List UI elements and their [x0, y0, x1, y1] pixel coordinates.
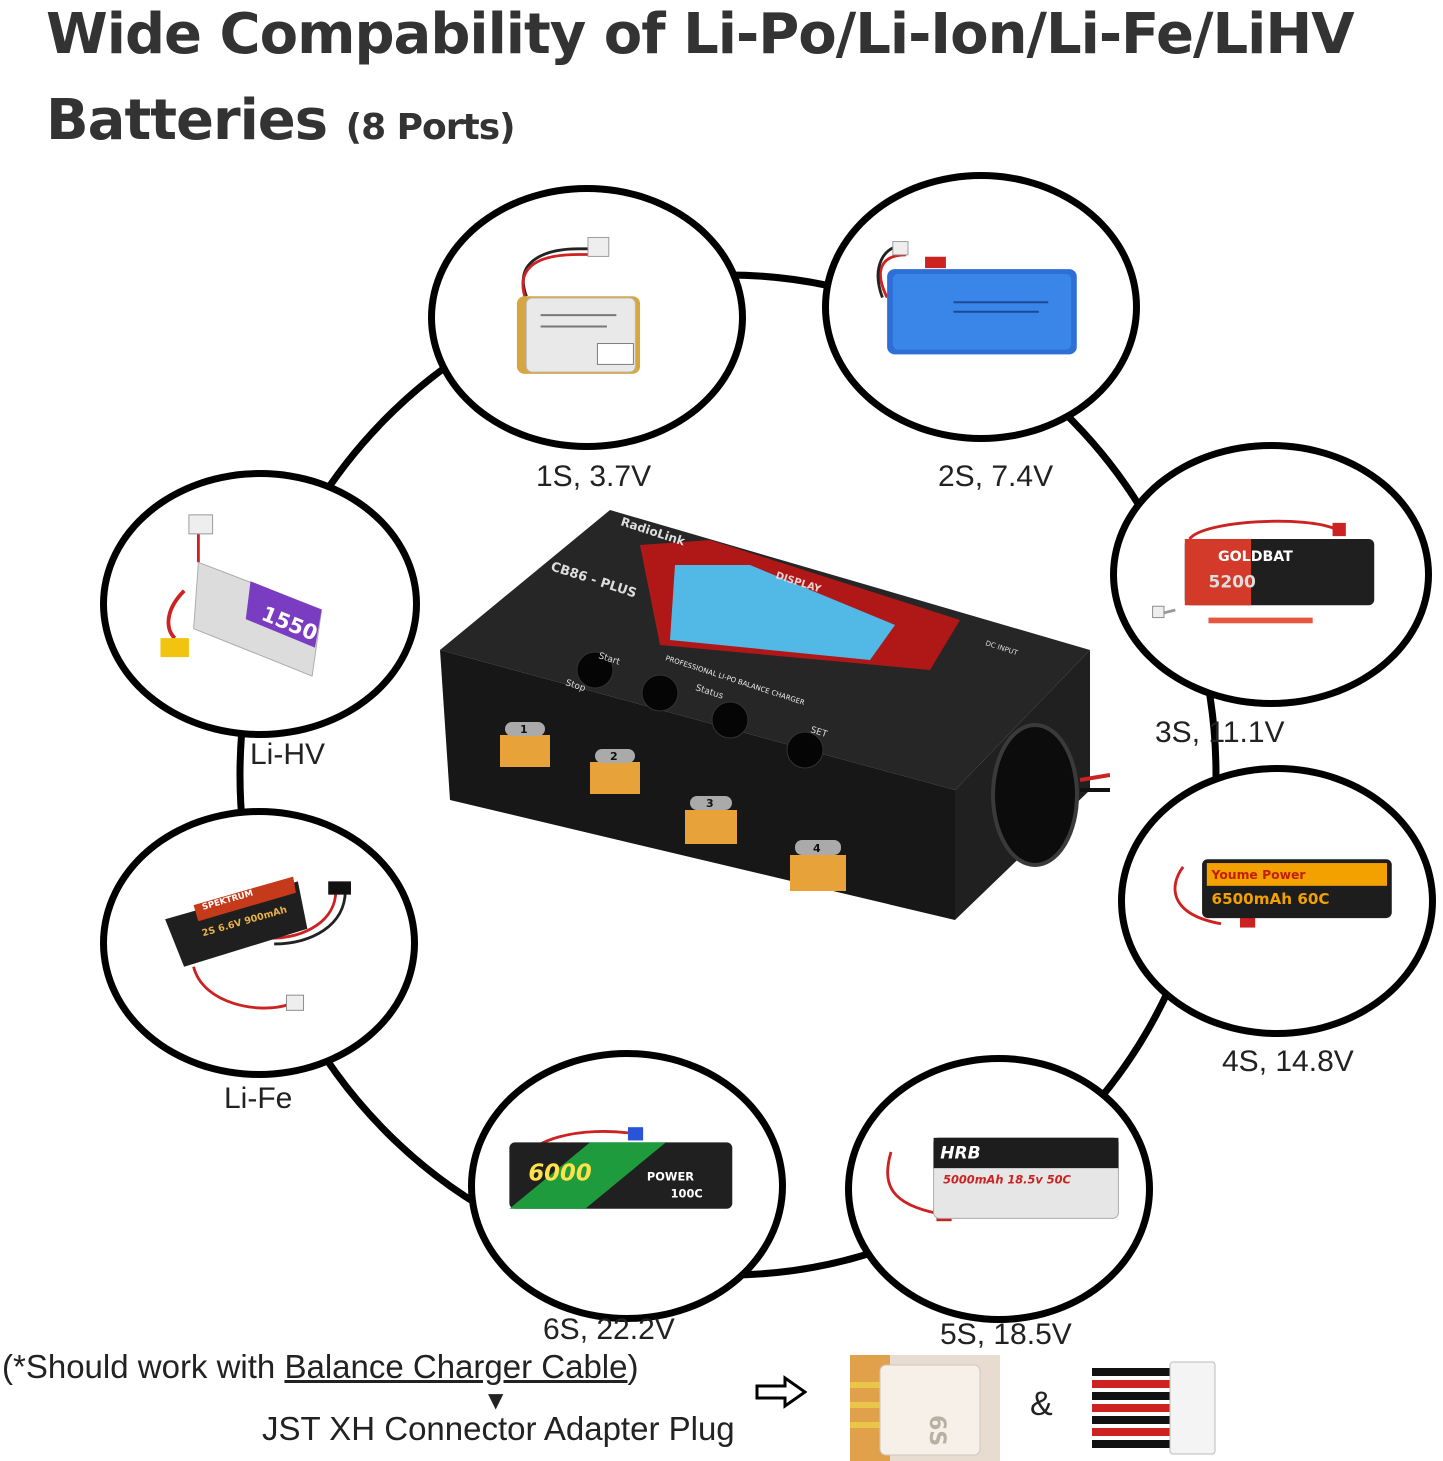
battery-label-5s: 5S, 18.5V	[940, 1318, 1072, 1351]
battery-4s-brand: Youme Power	[1211, 868, 1307, 882]
set-button[interactable]	[786, 731, 824, 769]
page-title-line2: Batteries (8 Ports)	[46, 88, 516, 153]
ampersand: &	[1030, 1385, 1053, 1423]
down-arrow-icon: ▼	[488, 1388, 504, 1412]
battery-5s-capacity: 5000mAh 18.5v 50C	[943, 1172, 1071, 1186]
port-number-3: 3	[706, 797, 714, 810]
charge-port-2[interactable]: 2	[590, 749, 640, 794]
battery-5s-image: HRB 5000mAh 18.5v 50C	[886, 1137, 1119, 1222]
balance-plug-image: 6S	[850, 1355, 1000, 1461]
battery-3s-image: GOLDBAT 5200	[1152, 519, 1375, 624]
battery-label-6s: 6S, 22.2V	[543, 1313, 675, 1346]
battery-circle-1s	[428, 185, 746, 450]
status-button[interactable]	[711, 701, 749, 739]
charge-port-3[interactable]: 3	[685, 796, 737, 844]
battery-label-li-fe: Li-Fe	[224, 1082, 293, 1115]
balance-cable-link[interactable]: Balance Charger Cable	[284, 1348, 628, 1385]
adapter-note: JST XH Connector Adapter Plug	[262, 1410, 735, 1447]
battery-label-4s: 4S, 14.8V	[1222, 1045, 1354, 1078]
title-batteries: Batteries	[46, 88, 328, 153]
arrow-right-icon	[755, 1375, 807, 1409]
battery-5s-brand: HRB	[940, 1144, 980, 1164]
battery-6s-image: 6000 POWER 100C	[509, 1127, 733, 1209]
battery-circle-5s: HRB 5000mAh 18.5v 50C	[845, 1055, 1153, 1323]
battery-li-fe-image: SPEKTRUM 2S 6.6V 900mAh	[165, 876, 351, 1011]
battery-6s-capacity: 6000	[528, 1160, 591, 1186]
battery-label-3s: 3S, 11.1V	[1155, 716, 1285, 749]
battery-label-2s: 2S, 7.4V	[938, 460, 1054, 493]
charger-image: DISPLAY RadioLink CB86 - PLUS PROFESSION…	[440, 510, 1110, 920]
jst-adapter-image	[1092, 1361, 1216, 1455]
battery-3s-brand: GOLDBAT	[1218, 549, 1293, 565]
battery-circle-li-hv: 1550	[100, 470, 420, 738]
page-title-line1: Wide Compability of Li-Po/Li-Ion/Li-Fe/L…	[46, 2, 1355, 67]
port-number-4: 4	[813, 842, 821, 855]
battery-circle-2s	[822, 172, 1140, 442]
plug-label: 6S	[924, 1415, 949, 1446]
battery-li-hv-image: 1550	[160, 514, 323, 677]
start-stop-button[interactable]	[576, 651, 614, 689]
battery-circle-4s: Youme Power 6500mAh 60C	[1118, 765, 1436, 1037]
battery-6s-rate: 100C	[671, 1186, 703, 1200]
battery-6s-brand: POWER	[647, 1169, 694, 1183]
note-suffix: )	[627, 1348, 639, 1385]
battery-circle-3s: GOLDBAT 5200	[1110, 442, 1432, 707]
title-ports: (8 Ports)	[345, 107, 516, 148]
port-number-1: 1	[520, 723, 528, 736]
battery-1s-image	[516, 236, 641, 374]
battery-4s-capacity: 6500mAh 60C	[1212, 890, 1330, 908]
left-button[interactable]	[641, 674, 679, 712]
battery-4s-image: Youme Power 6500mAh 60C	[1173, 859, 1392, 928]
note-prefix: (*Should work with	[2, 1348, 285, 1385]
battery-circle-6s: 6000 POWER 100C	[468, 1050, 786, 1322]
battery-2s-image	[876, 241, 1077, 355]
cable-note: (*Should work with Balance Charger Cable…	[2, 1348, 639, 1386]
charge-port-4[interactable]: 4	[790, 840, 846, 891]
battery-label-1s: 1S, 3.7V	[536, 460, 652, 493]
charge-port-1[interactable]: 1	[500, 722, 550, 767]
battery-label-li-hv: Li-HV	[250, 738, 326, 771]
fan-grille	[991, 723, 1079, 867]
port-number-2: 2	[610, 750, 618, 763]
battery-circle-li-fe: SPEKTRUM 2S 6.6V 900mAh	[100, 808, 418, 1078]
battery-3s-capacity: 5200	[1208, 572, 1256, 592]
